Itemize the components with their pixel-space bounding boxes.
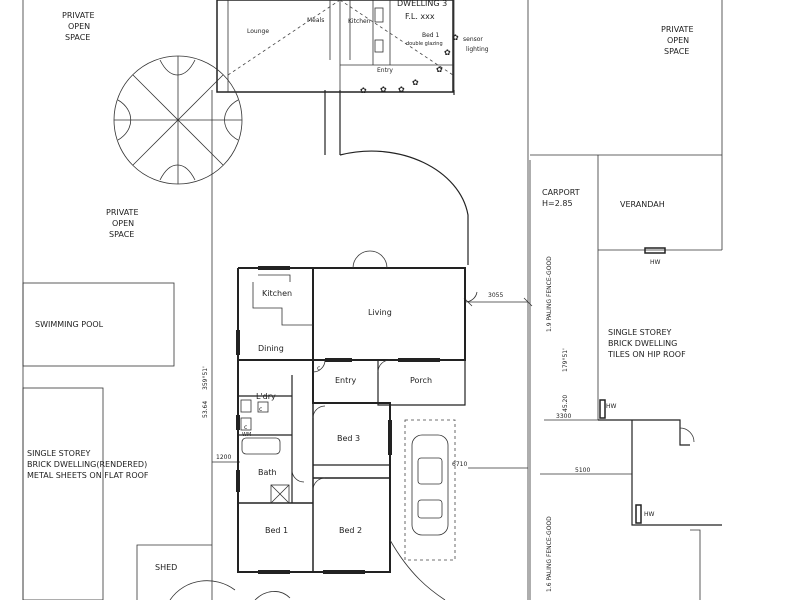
cupboard-label-2: c xyxy=(259,406,262,413)
dim-6710: 6710 xyxy=(452,461,467,468)
dwelling-3-plants: ✿ ✿ ✿ ✿ ✿ ✿ ✿ xyxy=(360,33,459,95)
dim-45-20: 45.20 xyxy=(562,395,569,412)
open-space-top-left-1: PRIVATE xyxy=(62,11,95,20)
svg-text:✿: ✿ xyxy=(380,85,387,94)
open-space-top-right-3: SPACE xyxy=(664,47,689,56)
carport-label-2: H=2.85 xyxy=(542,199,573,208)
open-space-top-left-3: SPACE xyxy=(65,33,90,42)
room-living: Living xyxy=(368,308,392,317)
neighbour-dwelling-right xyxy=(598,419,722,600)
open-space-mid-left-3: SPACE xyxy=(109,230,134,239)
shed-label: SHED xyxy=(155,563,177,572)
hw-label-3: HW xyxy=(644,511,655,518)
room-bed2: Bed 2 xyxy=(339,526,362,535)
carport-label-1: CARPORT xyxy=(542,188,580,197)
svg-text:✿: ✿ xyxy=(444,48,451,57)
neighbour-left-line1: SINGLE STOREY xyxy=(27,449,91,458)
neighbour-left-line2: BRICK DWELLING(RENDERED) xyxy=(27,460,147,469)
svg-text:✿: ✿ xyxy=(398,85,405,94)
neighbour-right-line3: TILES ON HIP ROOF xyxy=(607,350,686,359)
hw-label-2: HW xyxy=(606,403,617,410)
cupboard-label-1: c xyxy=(317,365,320,372)
room-kitchen-top: Kitchen xyxy=(348,18,371,25)
neighbour-right-line2: BRICK DWELLING xyxy=(608,339,677,348)
boundary-lines xyxy=(22,0,723,600)
driveway xyxy=(389,419,456,600)
room-bath: Bath xyxy=(258,468,277,477)
dim-3055: 3055 xyxy=(488,292,503,299)
room-entry-top: Entry xyxy=(377,67,393,74)
svg-text:✿: ✿ xyxy=(452,33,459,42)
dimension-lines xyxy=(212,297,632,475)
dim-5100: 5100 xyxy=(575,467,590,474)
room-bed1-top: Bed 1 xyxy=(422,32,440,39)
open-space-mid-left-2: OPEN xyxy=(112,219,134,228)
neighbour-dwelling-left: SINGLE STOREY BRICK DWELLING(RENDERED) M… xyxy=(22,387,149,600)
dim-53-64: 53.64 xyxy=(202,401,209,418)
dim-179-51: 179°51' xyxy=(562,348,569,372)
room-entry: Entry xyxy=(335,376,357,385)
open-space-top-right-1: PRIVATE xyxy=(661,25,694,34)
hw-label-1: HW xyxy=(650,259,661,266)
room-bed1: Bed 1 xyxy=(265,526,288,535)
dim-359-51: 359°51' xyxy=(202,366,209,390)
dwelling-3-floor-level: F.L. xxx xyxy=(405,12,435,21)
room-porch: Porch xyxy=(410,376,432,385)
open-space-top-right-2: OPEN xyxy=(667,36,689,45)
neighbour-left-line3: METAL SHEETS ON FLAT ROOF xyxy=(27,471,149,480)
room-bed3: Bed 3 xyxy=(337,434,360,443)
svg-text:✿: ✿ xyxy=(436,65,443,74)
room-dining: Dining xyxy=(258,344,284,353)
main-dwelling-walls xyxy=(236,250,478,574)
fence-lower-label: 1.6 PALING FENCE-GOOD xyxy=(546,516,553,592)
room-kitchen: Kitchen xyxy=(262,289,292,298)
shed: SHED xyxy=(136,544,212,600)
room-laundry: L'dry xyxy=(256,392,276,401)
verandah-label: VERANDAH xyxy=(620,200,665,209)
room-lounge-top: Lounge xyxy=(247,28,269,35)
swimming-pool: SWIMMING POOL xyxy=(22,282,175,367)
swimming-pool-label: SWIMMING POOL xyxy=(35,320,104,329)
double-glazing-note: double glazing xyxy=(406,41,443,47)
wm-label: WM xyxy=(242,432,251,438)
hw-units xyxy=(599,247,666,524)
open-space-mid-left-1: PRIVATE xyxy=(106,208,139,217)
dim-3300: 3300 xyxy=(556,413,571,420)
tree-bottom xyxy=(169,580,291,600)
svg-text:✿: ✿ xyxy=(412,78,419,87)
dwelling-3-title: DWELLING 3 xyxy=(397,0,447,8)
fence-upper-label: 1.9 PALING FENCE-GOOD xyxy=(546,256,553,332)
open-space-top-left-2: OPEN xyxy=(68,22,90,31)
tree-left xyxy=(113,55,243,185)
svg-text:✿: ✿ xyxy=(360,86,367,95)
cupboard-label-3: c xyxy=(244,424,247,431)
neighbour-right-line1: SINGLE STOREY xyxy=(608,328,672,337)
sensor-lighting-2: lighting xyxy=(466,46,489,53)
dim-1200: 1200 xyxy=(216,454,231,461)
dwelling-3 xyxy=(216,0,469,265)
room-meals-top: Meals xyxy=(307,17,324,24)
sensor-lighting-1: sensor xyxy=(463,36,483,43)
